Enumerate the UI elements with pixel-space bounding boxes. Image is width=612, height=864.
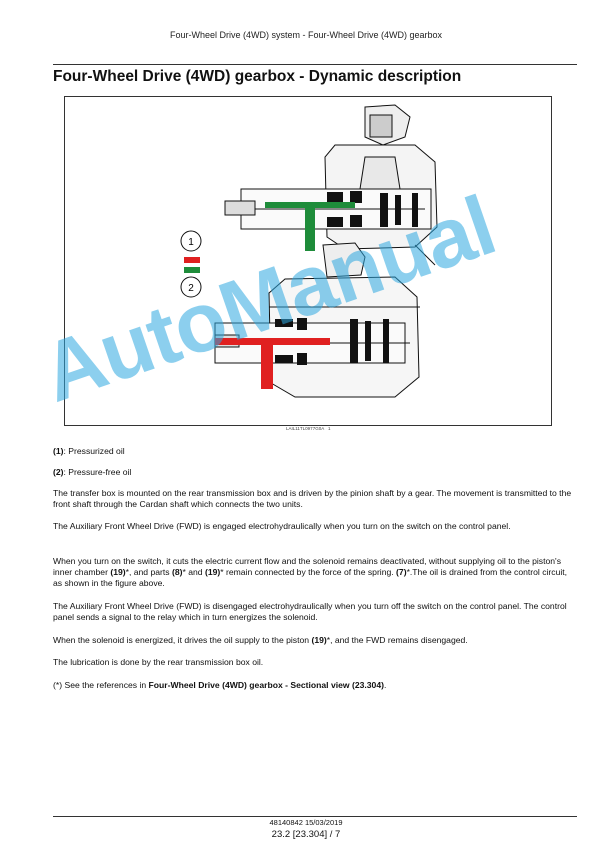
pressurized-swatch	[184, 257, 200, 263]
title-rule	[53, 64, 577, 65]
lower-unit-housing	[214, 242, 420, 398]
lower-unit-gears	[275, 318, 389, 365]
paragraph-reference: (*) See the references in Four-Wheel Dri…	[53, 680, 387, 690]
legend-label-2: 2	[188, 283, 194, 294]
paragraph-transfer-box: The transfer box is mounted on the rear …	[53, 488, 572, 509]
paragraph-fwd-disengaged: The Auxiliary Front Wheel Drive (FWD) is…	[53, 601, 567, 622]
footer-page-ref: 23.2 [23.304] / 7	[271, 829, 341, 840]
legend-item-1: (1): Pressurized oil	[53, 446, 125, 456]
paragraph-fwd-engaged: The Auxiliary Front Wheel Drive (FWD) is…	[53, 521, 511, 531]
legend-markers	[180, 230, 202, 298]
legend-label-1: 1	[188, 237, 194, 248]
upper-pressure-free-circuit	[265, 202, 355, 251]
running-header: Four-Wheel Drive (4WD) system - Four-Whe…	[169, 30, 443, 40]
gearbox-figure: 1 2	[64, 96, 552, 426]
footer-rule	[53, 816, 577, 817]
page-title: Four-Wheel Drive (4WD) gearbox - Dynamic…	[53, 68, 462, 85]
pressure-free-swatch	[184, 267, 200, 273]
legend-item-2: (2): Pressure-free oil	[53, 467, 132, 477]
gearbox-cutaway-drawing: 1 2	[180, 104, 438, 398]
paragraph-lubrication: The lubrication is done by the rear tran…	[53, 657, 264, 667]
lower-pressurized-circuit	[215, 338, 330, 389]
footer-doc-ref: 48140842 15/03/2019	[269, 818, 343, 827]
paragraph-switch-on: When you turn on the switch, it cuts the…	[53, 556, 568, 588]
paragraph-solenoid-energized: When the solenoid is energized, it drive…	[53, 635, 468, 645]
figure-id: LAIL11TL0977G0A 1	[286, 426, 331, 431]
upper-unit-gears	[327, 191, 418, 227]
sectional-view-reference-link[interactable]: Four-Wheel Drive (4WD) gearbox - Section…	[148, 680, 384, 690]
upper-unit-housing	[224, 104, 438, 266]
